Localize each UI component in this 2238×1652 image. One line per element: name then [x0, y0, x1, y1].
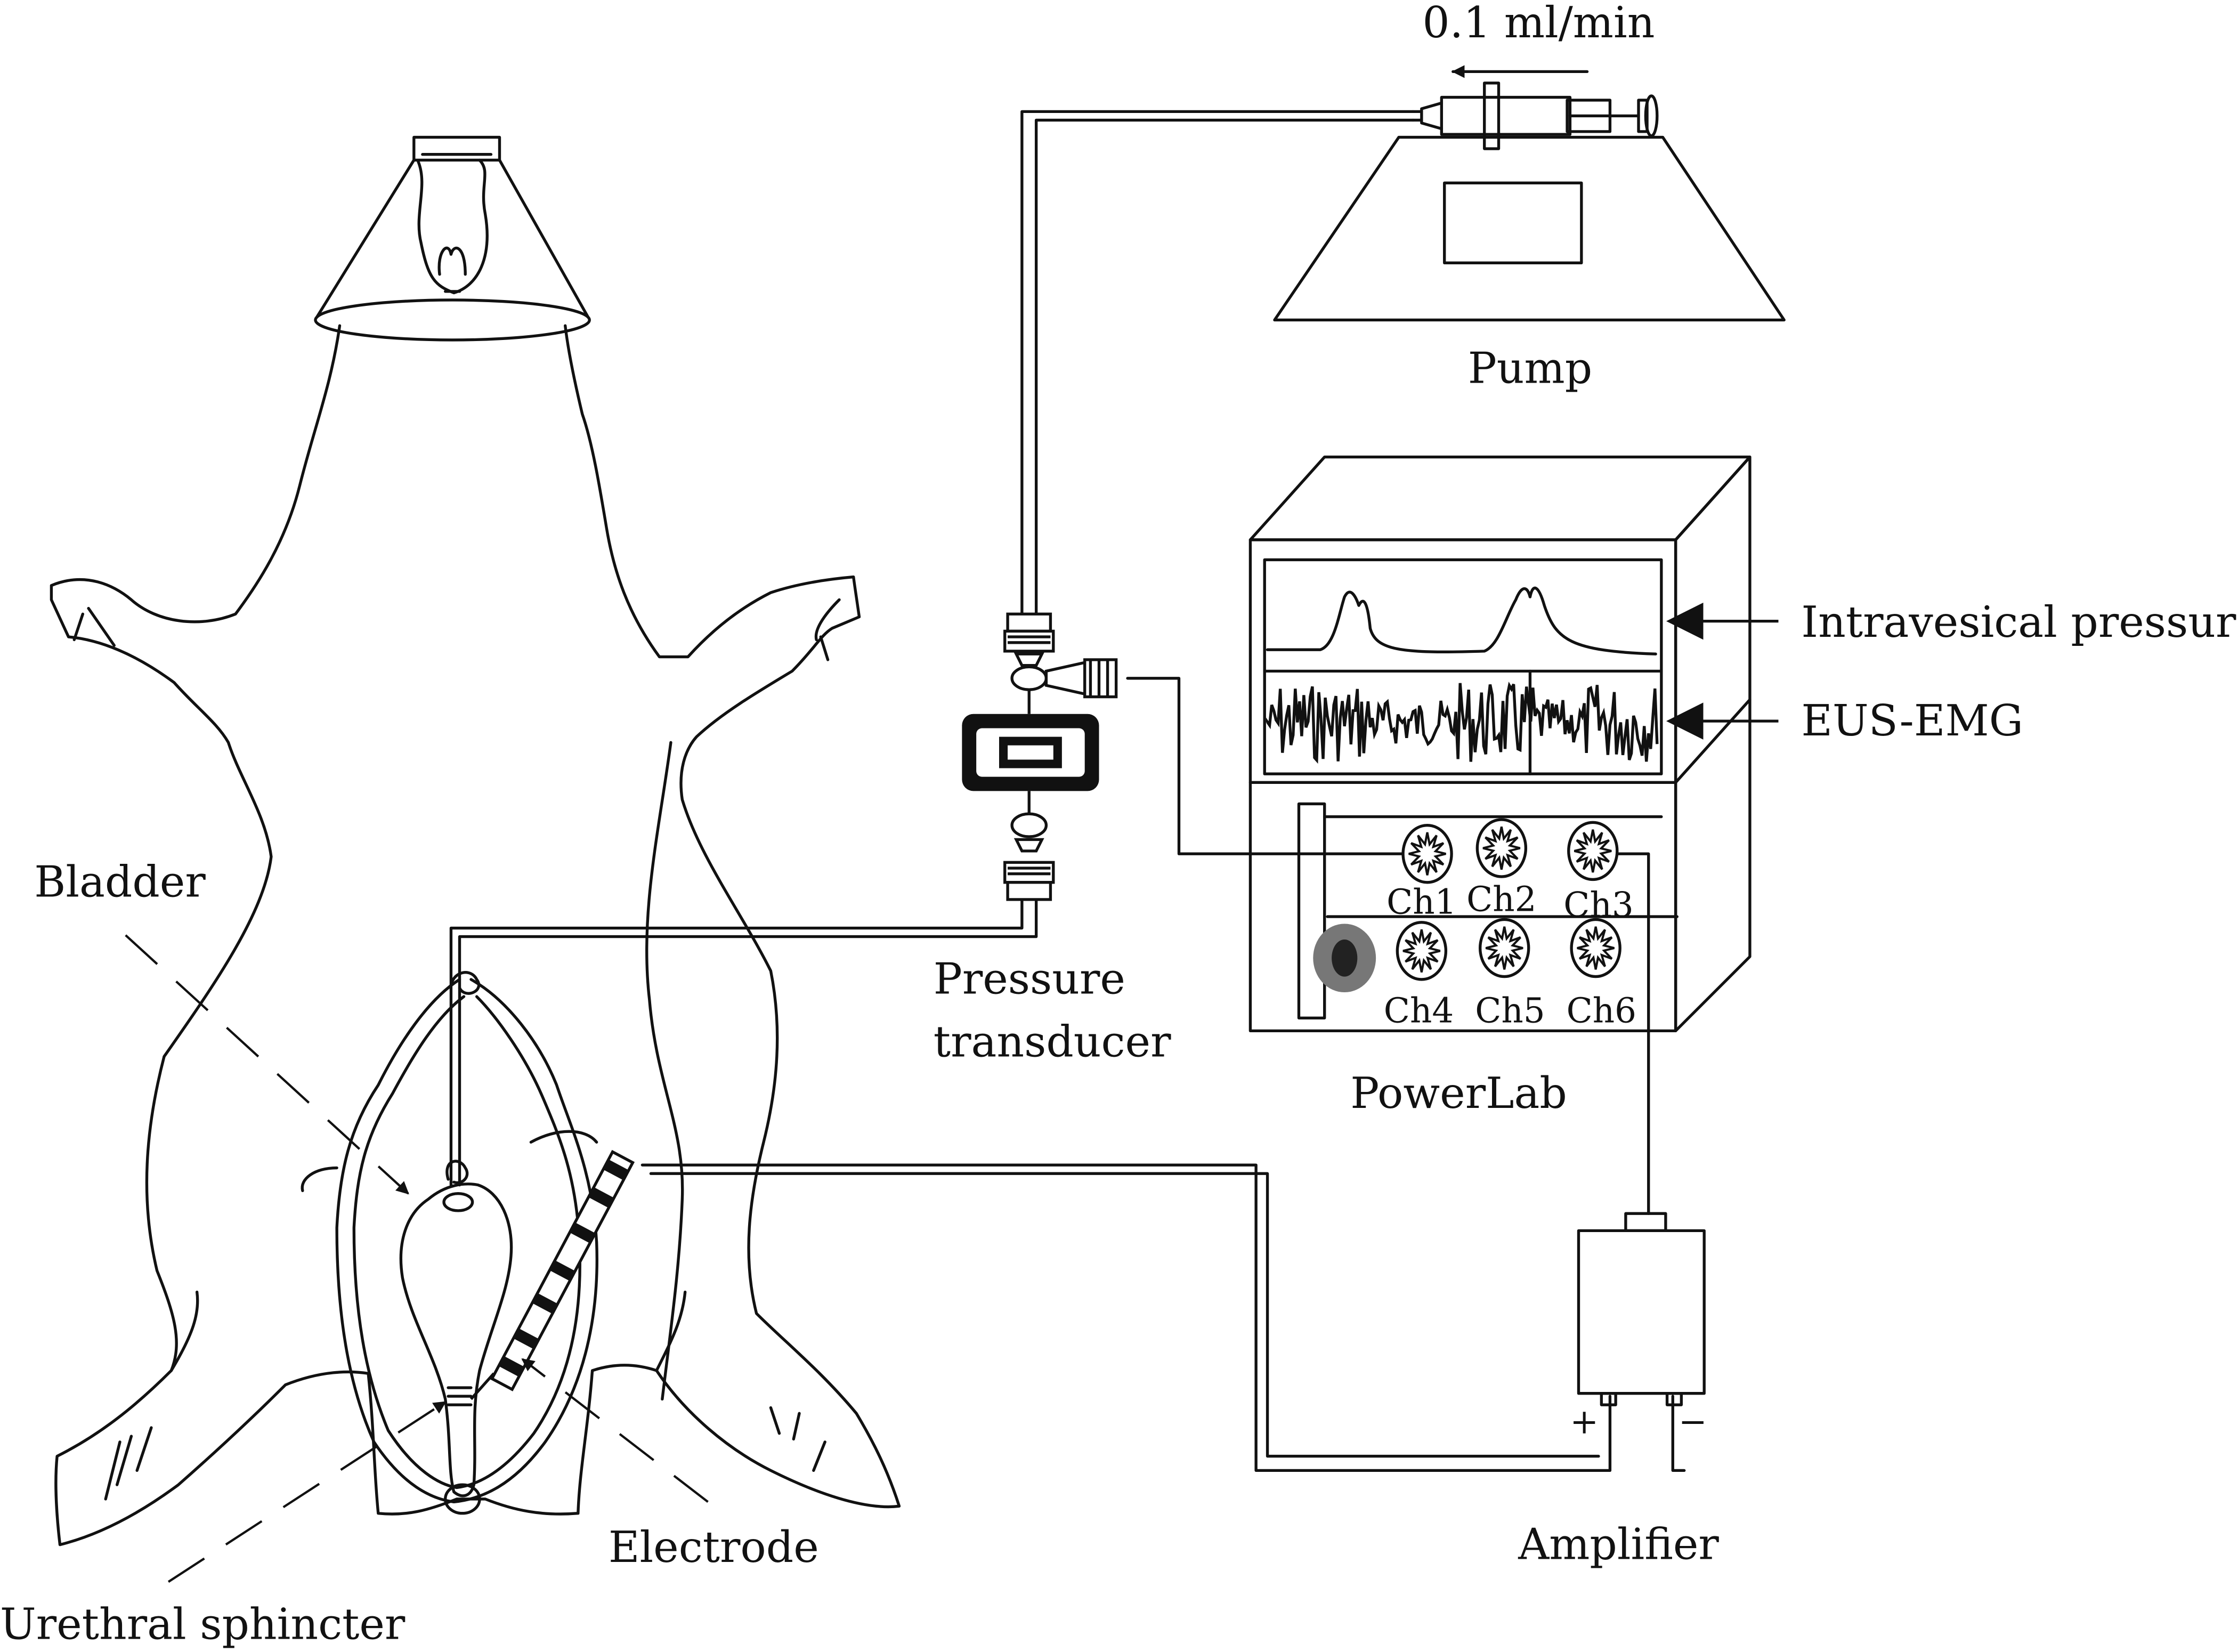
powerlab-label: PowerLab: [1350, 1068, 1567, 1118]
indicator-light-center: [1332, 940, 1357, 977]
pressure-transducer-label-line2: transducer: [934, 1017, 1171, 1067]
flow-rate-label: 0.1 ml/min: [1423, 0, 1655, 47]
channel-knob-ch5[interactable]: [1480, 919, 1529, 976]
channel-knob-ch3[interactable]: [1569, 822, 1617, 879]
channel-knob-ch1[interactable]: [1403, 825, 1452, 882]
electrode-label: Electrode: [609, 1522, 819, 1572]
eus-emg-label: EUS-EMG: [1801, 695, 2023, 746]
electrode-pointer: [522, 1359, 708, 1502]
bladder-label: Bladder: [34, 857, 206, 907]
channel-label-ch3: Ch3: [1563, 885, 1633, 925]
urethral-sphincter-label: Urethral sphincter: [0, 1599, 406, 1649]
amplifier-unit: [1579, 1213, 1705, 1405]
channel-label-ch2: Ch2: [1466, 879, 1536, 919]
emg-trace: [1268, 683, 1657, 762]
channel-label-ch5: Ch5: [1475, 991, 1545, 1031]
pressure-transducer: [962, 614, 1116, 900]
rat-drawing: [51, 137, 899, 1545]
channel-knob-ch2[interactable]: [1477, 820, 1526, 877]
channel-label-ch1: Ch1: [1386, 882, 1456, 922]
amplifier-plus-label: +: [1570, 1402, 1599, 1442]
sphincter-pointer: [168, 1402, 445, 1582]
syringe-pump: [1275, 83, 1784, 320]
electrode-probe: [471, 1152, 633, 1399]
pressure-transducer-label-line1: Pressure: [934, 954, 1125, 1004]
channel-label-ch4: Ch4: [1384, 991, 1454, 1031]
channel-label-ch6: Ch6: [1567, 991, 1636, 1031]
channel-knob-ch4[interactable]: [1397, 922, 1446, 979]
pump-label: Pump: [1468, 343, 1592, 393]
channel-knob-ch6[interactable]: [1571, 919, 1620, 976]
amplifier-minus-label: −: [1678, 1402, 1707, 1442]
intravesical-pressure-label: Intravesical pressure: [1801, 597, 2238, 647]
amplifier-label: Amplifier: [1518, 1519, 1719, 1569]
